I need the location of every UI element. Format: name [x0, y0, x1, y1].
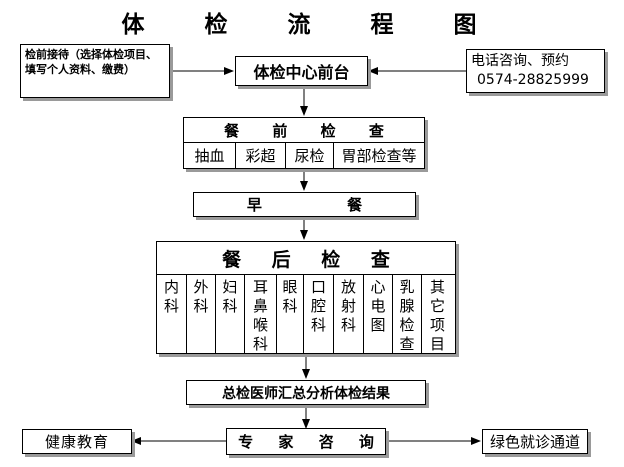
post-meal-item: 其它项目 — [429, 278, 445, 353]
post-meal-item: 放射科 — [334, 275, 364, 353]
post-meal-title: 餐 后 检 查 — [157, 242, 455, 275]
post-meal-item: 口腔科 — [304, 275, 334, 353]
pre-meal-title: 餐 前 检 查 — [184, 118, 424, 143]
page-title: 体 检 流 程 图 — [121, 12, 503, 38]
summary-box: 总检医师汇总分析体检结果 — [186, 380, 426, 405]
post-meal-item: 妇科 — [216, 275, 245, 353]
green-channel-box: 绿色就诊通道 — [482, 429, 588, 454]
pre-meal-item: 抽血 — [184, 143, 236, 168]
phone-consult-box: 电话咨询、预约 0574-28825999 — [466, 49, 605, 93]
post-meal-item: 外科 — [187, 275, 216, 353]
breakfast-box: 早 餐 — [193, 192, 416, 217]
phone-consult-label: 电话咨询、预约 — [471, 53, 569, 69]
post-meal-item: 内科 — [157, 275, 187, 353]
post-meal-item: 耳鼻喉科 — [245, 275, 277, 353]
front-desk-box: 体检中心前台 — [235, 56, 368, 86]
expert-consult-box: 专 家 咨 询 — [226, 428, 386, 455]
pre-reception-box: 检前接待（选择体检项目、填写个人资料、缴费） — [20, 44, 170, 98]
post-meal-item: 心电图 — [364, 275, 393, 353]
post-meal-box: 餐 后 检 查 内科外科妇科耳鼻喉科眼科口腔科放射科心电图乳腺检查其它项目 — [156, 241, 456, 354]
post-meal-items: 内科外科妇科耳鼻喉科眼科口腔科放射科心电图乳腺检查其它项目 — [157, 275, 455, 353]
post-meal-item: 眼科 — [277, 275, 304, 353]
health-education-box: 健康教育 — [22, 429, 132, 454]
pre-meal-items: 抽血 彩超 尿检 胃部检查等 — [184, 143, 424, 168]
post-meal-item: 乳腺检查 — [393, 275, 422, 353]
phone-number: 0574-28825999 — [477, 72, 589, 88]
pre-meal-item: 尿检 — [286, 143, 334, 168]
pre-meal-item: 彩超 — [236, 143, 286, 168]
pre-meal-item: 胃部检查等 — [341, 147, 417, 165]
pre-meal-box: 餐 前 检 查 抽血 彩超 尿检 胃部检查等 — [183, 117, 425, 169]
